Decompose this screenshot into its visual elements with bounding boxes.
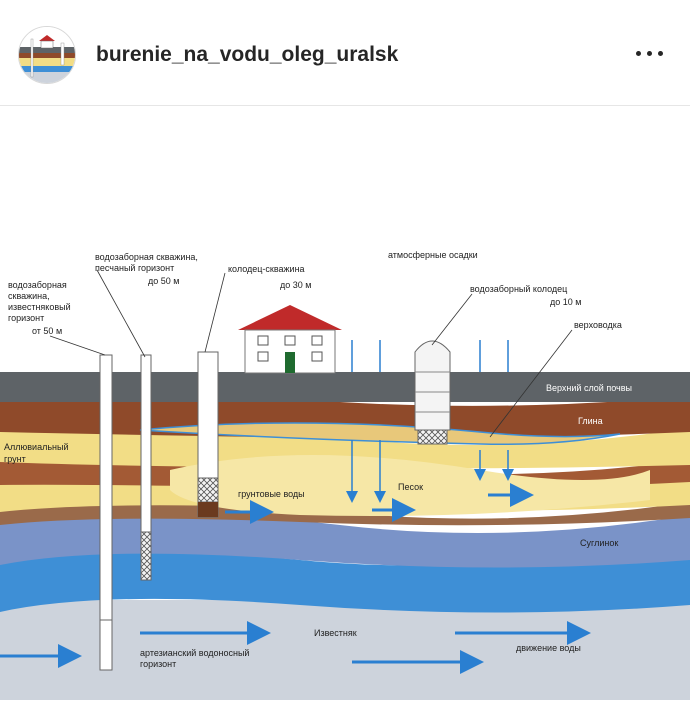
label-well-sand-depth: до 50 м	[148, 276, 179, 286]
house-illustration	[238, 305, 342, 374]
label-well-limestone: водозаборная скважина, известняковый гор…	[8, 280, 73, 323]
post-header: burenie_na_vodu_oleg_uralsk	[0, 0, 690, 106]
water-well-diagram: водозаборная скважина, известняковый гор…	[0, 240, 690, 700]
label-well-limestone-depth: от 50 м	[32, 326, 62, 336]
rain-lines	[346, 340, 514, 503]
label-artesian: артезианский водоносный горизонт	[140, 648, 252, 669]
avatar-image	[19, 27, 75, 83]
label-well-sand: водозаборная скважина, песчаный горизонт	[95, 252, 200, 273]
label-dug-well-depth: до 10 м	[550, 297, 581, 307]
label-loam: Суглинок	[580, 538, 618, 548]
ellipsis-icon[interactable]	[632, 38, 668, 68]
flow-arrows	[0, 483, 591, 674]
label-dug-well: водозаборный колодец	[470, 284, 567, 294]
post-username[interactable]: burenie_na_vodu_oleg_uralsk	[96, 43, 399, 66]
sand-layer	[0, 426, 690, 469]
profile-avatar[interactable]	[18, 26, 76, 84]
post-image: водозаборная скважина, известняковый гор…	[0, 107, 690, 700]
label-well-shaft: колодец-скважина	[228, 264, 305, 274]
label-topsoil: Верхний слой почвы	[546, 383, 632, 393]
label-groundwater: грунтовые воды	[238, 489, 305, 499]
label-limestone: Известняк	[314, 628, 357, 638]
label-well-shaft-depth: до 30 м	[280, 280, 311, 290]
label-water-flow: движение воды	[516, 643, 581, 653]
label-alluvial: Аллювиальный грунт	[4, 442, 71, 464]
label-perched-water: верховодка	[574, 320, 622, 330]
label-clay: Глина	[578, 416, 603, 426]
label-sand: Песок	[398, 482, 423, 492]
topsoil-layer	[0, 372, 690, 402]
label-precipitation: атмосферные осадки	[388, 250, 478, 260]
dug-well	[414, 340, 451, 445]
loam-layer	[0, 513, 690, 568]
limestone-layer	[0, 600, 690, 700]
